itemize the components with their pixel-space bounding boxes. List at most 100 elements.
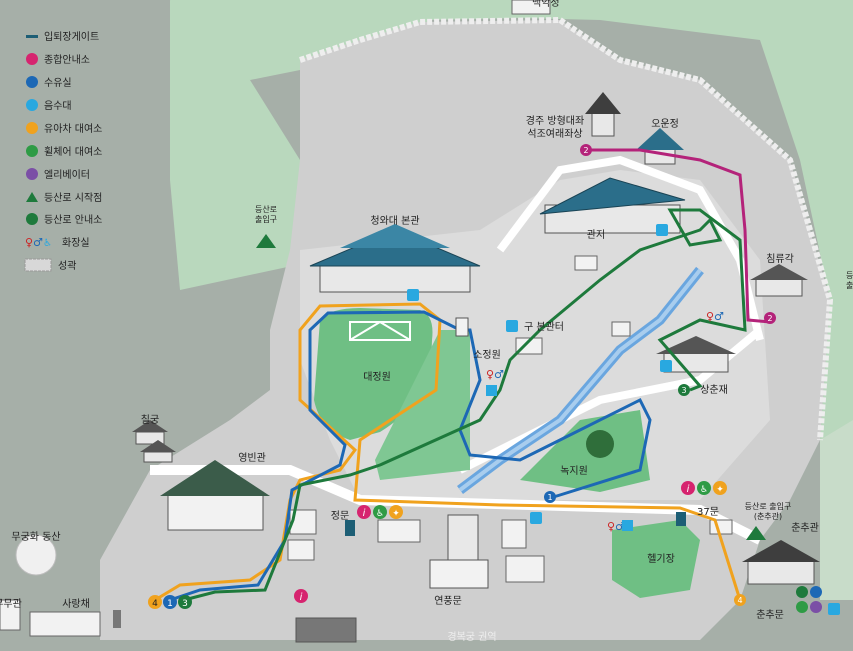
green-right <box>820 420 853 600</box>
heliport-lawn <box>612 520 700 598</box>
accessible-restroom-icon[interactable] <box>486 385 497 396</box>
label-chunchu-gate: 춘추문 <box>756 609 784 621</box>
restroom-icon-3[interactable]: ♀♂ <box>706 310 724 323</box>
restroom-icon-2[interactable]: ♀♂ <box>607 520 625 533</box>
route-2-number-b: 2 <box>767 314 772 323</box>
fortress-wall <box>299 16 834 441</box>
stroller-rental-icon[interactable]: ✦ <box>389 505 403 519</box>
chunchu-building <box>742 540 820 585</box>
fortress-wall-legend-icon <box>24 258 52 272</box>
route-badge-4b: 4 <box>734 594 746 606</box>
label-chimnyu: 침류각 <box>766 253 794 265</box>
svg-text:♂: ♂ <box>615 520 625 533</box>
trail-start-icon-2[interactable] <box>746 526 766 540</box>
mountain-green-top <box>170 0 853 470</box>
water-fountain-icon[interactable] <box>407 289 419 301</box>
trail-start-icon[interactable] <box>256 234 276 248</box>
water-fountain-icon-2[interactable] <box>506 320 518 332</box>
nokjiwon-lawn <box>520 410 650 492</box>
water-fountain-icon-5[interactable] <box>530 512 542 524</box>
sangchun-building <box>656 336 736 373</box>
svg-text:♿: ♿ <box>376 509 384 519</box>
label-old-main: 구 본관터 <box>524 321 564 333</box>
water-fountain-icon-6[interactable] <box>828 603 840 615</box>
wheelchair-rental-legend-icon <box>26 145 38 157</box>
route-3-number: 3 <box>182 599 188 609</box>
label-chilgung: 칠궁 <box>141 414 159 426</box>
info-center-icon-3[interactable]: i <box>681 481 695 495</box>
mugunghwa-circle <box>15 534 57 576</box>
label-yeongbin: 영빈관 <box>238 452 266 464</box>
stroller-rental-icon-2[interactable]: ✦ <box>713 481 727 495</box>
svg-text:i: i <box>687 484 690 495</box>
route-badge-3a: 3 <box>178 595 192 609</box>
water-fountain-icon-3[interactable] <box>656 224 668 236</box>
restroom-legend-icon: ♀ ♂ ♿ <box>25 236 52 249</box>
route-1-number: 1 <box>167 599 173 609</box>
label-daejeong: 대정원 <box>363 371 391 383</box>
yeonpung-building <box>429 514 489 589</box>
water-fountain-icon-4[interactable] <box>660 360 672 372</box>
svg-text:♀: ♀ <box>486 368 494 381</box>
info-center-icon[interactable]: i <box>357 505 371 519</box>
mountain-green-left <box>170 0 320 290</box>
svg-text:♀: ♀ <box>706 310 714 323</box>
legend-label-6: 엘리베이터 <box>44 168 90 181</box>
info-center-legend-icon <box>26 53 38 65</box>
label-chunchu: 춘추관 <box>791 522 819 534</box>
svg-text:✦: ✦ <box>716 485 724 495</box>
sojeongwon-lawn <box>375 330 470 480</box>
route-4-number: 4 <box>152 599 158 609</box>
label-mugunghwa: 무궁화 동산 <box>11 531 60 543</box>
svg-text:♂: ♂ <box>714 310 724 323</box>
route-3-number-b: 3 <box>681 386 686 395</box>
info-center-icon-2[interactable]: i <box>294 589 308 603</box>
statue-pavilion <box>585 92 621 137</box>
svg-text:i: i <box>363 508 366 519</box>
route-badge-1a: 1 <box>163 595 177 609</box>
info-icons-chunchu[interactable] <box>796 586 822 613</box>
route-badge-1b: 1 <box>544 491 556 503</box>
misc-buildings <box>0 0 733 643</box>
label-gate-main: 정문 <box>331 510 349 522</box>
label-gate37: 37문 <box>697 506 719 518</box>
svg-text:i: i <box>300 592 303 603</box>
svg-text:♂: ♂ <box>33 236 43 249</box>
accessible-restroom-icon-2[interactable] <box>622 520 633 531</box>
legend-label-0: 입퇴장게이트 <box>44 30 99 43</box>
legend-label-2: 수유실 <box>44 77 72 89</box>
label-gwanjeo: 관저 <box>587 229 605 241</box>
svg-text:♿: ♿ <box>700 485 708 495</box>
svg-text:♀: ♀ <box>607 520 615 533</box>
main-hall-building <box>309 224 481 293</box>
wheelchair-rental-icon-2[interactable]: ♿ <box>697 481 711 495</box>
stroller-rental-legend-icon <box>26 122 38 134</box>
legend-label-10: 성곽 <box>58 260 76 272</box>
route-4-number-b: 4 <box>737 596 742 605</box>
svg-text:♿: ♿ <box>43 238 52 249</box>
nokjiwon-tree <box>586 430 614 458</box>
svg-text:♀: ♀ <box>25 236 33 249</box>
label-trail-entrance-right: 등산로 출입구(춘추관) <box>745 501 792 521</box>
legend-label-1: 종합안내소 <box>44 54 90 66</box>
wheelchair-rental-icon[interactable]: ♿ <box>373 505 387 519</box>
route-2-number: 2 <box>583 146 588 155</box>
restroom-icon[interactable]: ♀♂ <box>486 368 504 381</box>
route-badge-2b: 2 <box>764 312 776 324</box>
chilgung-buildings <box>132 420 176 463</box>
legend-label-8: 등산로 안내소 <box>44 214 102 226</box>
gate-line-icon <box>26 35 38 38</box>
label-heli: 헬기장 <box>647 553 675 565</box>
route-badge-4: 4 <box>148 595 162 609</box>
label-yeonpung: 연풍문 <box>434 595 462 607</box>
legend-panel: 입퇴장게이트 종합안내소 수유실 음수대 유아차 대여소 휠체어 대여소 엘리베… <box>24 30 102 272</box>
label-top-cut: 백악정 <box>532 0 560 9</box>
label-nokji: 녹지원 <box>560 465 588 477</box>
legend-label-4: 유아차 대여소 <box>44 123 102 135</box>
trail-start-legend-icon <box>26 192 38 202</box>
label-bottom: 경복궁 권역 <box>447 630 496 643</box>
